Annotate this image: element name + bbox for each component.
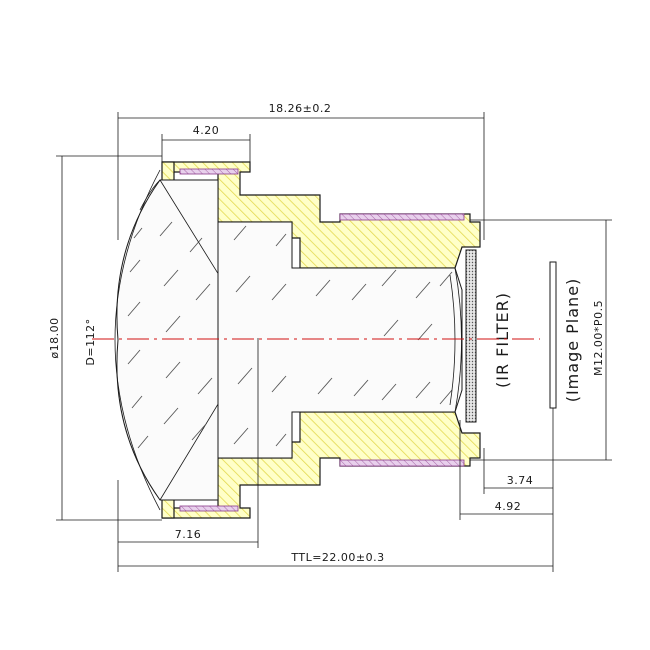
dimensions: 18.26±0.2 4.20 ø18.00 D=112° 7.16 3.74 4… — [48, 102, 612, 572]
fov-arc — [114, 169, 161, 511]
dim-rear-protrusion: 7.16 — [175, 528, 202, 541]
ir-filter-plate — [465, 249, 477, 423]
front-spacer-top — [179, 168, 239, 175]
ir-filter: (IR FILTER) — [465, 249, 512, 423]
ir-filter-label: (IR FILTER) — [493, 292, 512, 388]
image-plane-label: (Image Plane) — [563, 278, 582, 403]
dim-thread: M12.00*P0.5 — [592, 300, 605, 376]
dim-ttl: TTL=22.00±0.3 — [290, 551, 384, 564]
thread-top — [339, 213, 465, 221]
rear-group — [217, 221, 463, 459]
rear-lens-curve — [454, 267, 462, 413]
dim-front-width: 4.20 — [193, 124, 220, 137]
glass-hatch-marks — [127, 221, 453, 449]
image-plane-bar — [549, 261, 557, 409]
image-plane: (Image Plane) — [549, 261, 582, 409]
dim-fov: D=112° — [84, 318, 97, 365]
front-element-arc — [139, 179, 161, 211]
thread-bottom — [339, 459, 465, 467]
dim-bfl-long: 4.92 — [495, 500, 522, 513]
dim-bfl-short: 3.74 — [507, 474, 534, 487]
lens-housing — [161, 161, 481, 519]
rear-lens-curve-inner — [449, 274, 456, 406]
dim-front-diameter: ø18.00 — [48, 317, 61, 358]
front-element — [116, 179, 219, 501]
dim-overall-length: 18.26±0.2 — [269, 102, 332, 115]
lens-elements — [116, 179, 463, 501]
front-spacer-bottom — [179, 505, 239, 512]
